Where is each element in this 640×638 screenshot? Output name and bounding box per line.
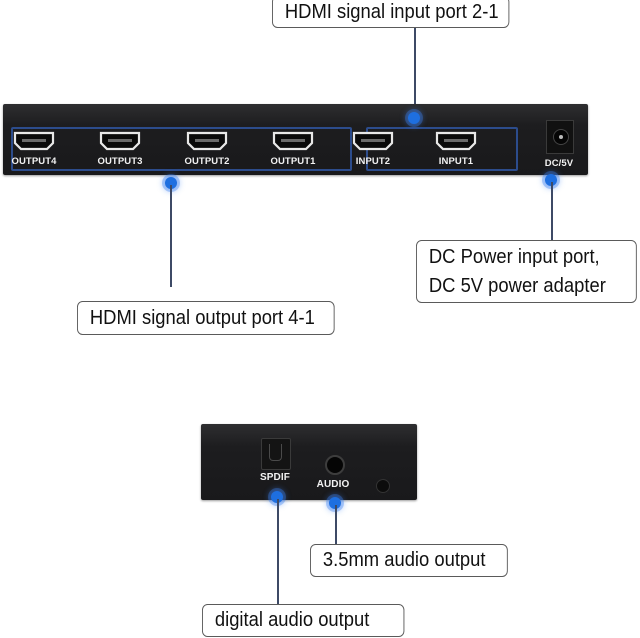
callout-3-5mm-audio-text: 3.5mm audio output	[322, 549, 486, 571]
port-label-input2: INPUT2	[355, 156, 391, 167]
hdmi-port-output1[interactable]	[271, 131, 315, 151]
callout-hdmi-input: HDMI signal input port 2-1	[272, 0, 510, 28]
leader-line-input	[414, 28, 416, 116]
hdmi-port-icon	[13, 131, 55, 151]
callout-dc-power-line2: DC 5V power adapter	[428, 275, 606, 297]
splitter-rear-panel: OUTPUT4 OUTPUT3 OUTPUT2 OUTPUT1 INPUT2 INPUT1…	[3, 104, 588, 175]
spdif-optical-port[interactable]	[261, 438, 291, 470]
indicator-hole	[376, 479, 390, 493]
callout-3-5mm-audio: 3.5mm audio output	[310, 544, 508, 577]
hdmi-port-icon	[272, 131, 314, 151]
output-port-group	[11, 127, 352, 171]
callout-digital-audio: digital audio output	[202, 604, 405, 637]
leader-line-output	[170, 185, 172, 287]
port-label-output3: OUTPUT3	[97, 156, 143, 167]
splitter-side-panel: SPDIF AUDIO	[201, 424, 417, 500]
callout-dc-power-line1: DC Power input port,	[428, 246, 600, 268]
callout-digital-audio-text: digital audio output	[214, 609, 370, 631]
hdmi-port-input2[interactable]	[351, 131, 395, 151]
dc-jack-hole-icon	[553, 129, 569, 145]
marker-dot-input	[408, 112, 420, 124]
hdmi-port-icon	[435, 131, 477, 151]
hdmi-port-icon	[99, 131, 141, 151]
audio-3-5mm-jack[interactable]	[325, 455, 345, 475]
hdmi-port-output2[interactable]	[185, 131, 229, 151]
hdmi-port-icon	[186, 131, 228, 151]
audio-label: AUDIO	[316, 479, 350, 490]
spdif-label: SPDIF	[260, 472, 290, 483]
port-label-input1: INPUT1	[438, 156, 474, 167]
leader-line-power	[551, 182, 553, 240]
marker-dot-output	[165, 177, 177, 189]
hdmi-port-output4[interactable]	[12, 131, 56, 151]
marker-dot-power	[545, 174, 557, 186]
marker-dot-spdif	[271, 491, 283, 503]
port-label-output4: OUTPUT4	[11, 156, 57, 167]
callout-hdmi-input-text: HDMI signal input port 2-1	[284, 1, 499, 23]
hdmi-port-icon	[352, 131, 394, 151]
hdmi-port-output3[interactable]	[98, 131, 142, 151]
port-label-output2: OUTPUT2	[184, 156, 230, 167]
dc-power-jack[interactable]	[546, 120, 574, 154]
callout-hdmi-output: HDMI signal output port 4-1	[77, 301, 335, 335]
hdmi-port-input1[interactable]	[434, 131, 478, 151]
callout-hdmi-output-text: HDMI signal output port 4-1	[89, 307, 315, 329]
optical-port-icon	[269, 444, 282, 461]
leader-line-spdif	[277, 499, 279, 604]
callout-dc-power: DC Power input port, DC 5V power adapter	[416, 240, 637, 303]
port-label-output1: OUTPUT1	[270, 156, 316, 167]
marker-dot-audio	[329, 497, 341, 509]
dc-5v-label: DC/5V	[544, 158, 574, 169]
leader-line-audio	[335, 505, 337, 545]
